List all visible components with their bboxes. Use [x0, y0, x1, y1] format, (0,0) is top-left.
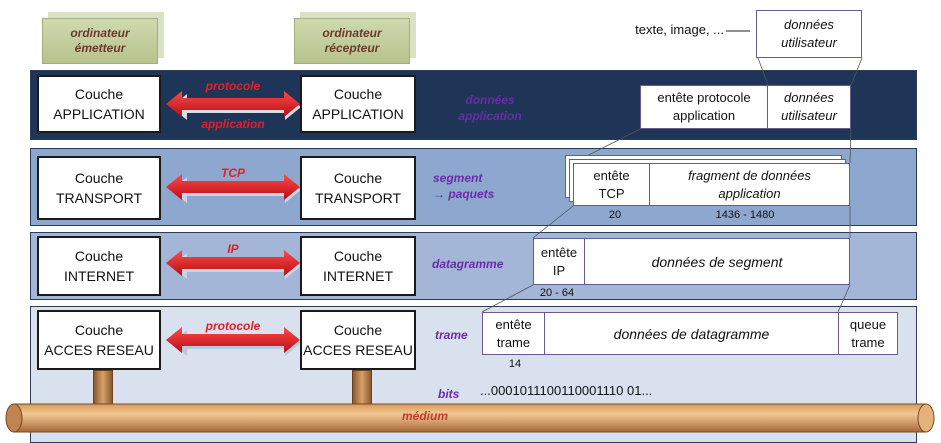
application-data-line1: données [784, 90, 834, 105]
receiver-application-name: APPLICATION [312, 106, 404, 122]
transport-pdu-label: segment → paquets [433, 170, 523, 202]
receiver-application-top: Couche [333, 86, 383, 102]
frame-trailer-line1: queue [849, 316, 887, 332]
sender-network-top: Couche [74, 322, 124, 338]
application-protocol-label-bottom: application [201, 117, 265, 131]
application-header-cell: entête protocole application [640, 85, 768, 129]
receiver-computer-line2: récepteur [324, 41, 380, 55]
sender-computer-line1: ordinateur [70, 26, 130, 40]
transport-protocol-arrow [166, 174, 301, 203]
medium-cable [5, 403, 935, 433]
frame-trailer-cell: queue trame [838, 312, 898, 355]
user-data-box: données utilisateur [756, 10, 862, 58]
tcp-data-line2: application [718, 185, 781, 201]
tcp-header-cell: entête TCP [573, 163, 650, 206]
frame-header-size: 14 [508, 358, 522, 370]
frame-header-line2: trame [496, 334, 531, 350]
frame-data-cell: données de datagramme [544, 312, 839, 355]
transport-pdu-line1: segment [433, 171, 483, 185]
network-protocol-label: protocole [205, 319, 261, 333]
receiver-computer: ordinateur récepteur [294, 18, 410, 64]
tcp-header-line2: TCP [598, 185, 625, 201]
transport-pdu-line2: → paquets [433, 187, 495, 201]
receiver-application-layer: Couche APPLICATION [300, 75, 416, 133]
sender-internet-name: INTERNET [64, 268, 134, 284]
user-data-line2: utilisateur [781, 35, 837, 50]
application-pdu-line1: données [465, 93, 515, 107]
ip-data-cell: données de segment [584, 238, 850, 285]
frame-trailer-line2: trame [851, 334, 885, 350]
internet-pdu-label: datagramme [432, 257, 504, 271]
tcp-data-size: 1436 - 1480 [715, 209, 775, 221]
receiver-internet-layer: Couche INTERNET [300, 236, 416, 296]
network-protocol-arrow [166, 327, 301, 356]
receiver-transport-top: Couche [333, 170, 383, 186]
frame-header-cell: entête trame [482, 312, 545, 355]
internet-protocol-label: IP [227, 242, 239, 256]
application-user-data-cell: données utilisateur [767, 85, 851, 129]
bit-stream: ...0001011100110001110 01... [480, 383, 653, 398]
receiver-internet-name: INTERNET [323, 268, 393, 284]
receiver-internet-top: Couche [333, 248, 383, 264]
sender-network-access-layer: Couche ACCES RESEAU [37, 310, 161, 370]
sender-application-layer: Couche APPLICATION [37, 75, 161, 133]
receiver-network-top: Couche [333, 322, 383, 338]
sender-internet-layer: Couche INTERNET [37, 236, 161, 296]
sender-computer-line2: émetteur [74, 41, 126, 55]
transport-protocol-label: TCP [221, 166, 245, 180]
sender-computer: ordinateur émetteur [42, 18, 158, 64]
internet-protocol-arrow [166, 250, 301, 279]
user-data-caption: texte, image, ... [635, 22, 724, 37]
sender-internet-top: Couche [74, 248, 124, 264]
sender-network-name: ACCES RESEAU [44, 342, 154, 358]
sender-transport-name: TRANSPORT [55, 190, 143, 206]
application-header-line2: application [672, 108, 736, 123]
tcp-header-line1: entête [593, 167, 630, 183]
medium-label: médium [401, 409, 448, 423]
sender-application-top: Couche [74, 86, 124, 102]
tcp-data-cell: fragment de données application [649, 163, 850, 206]
application-protocol-arrow [166, 91, 301, 120]
frame-header-line1: entête [495, 316, 532, 332]
receiver-transport-layer: Couche TRANSPORT [300, 156, 416, 220]
user-data-line1: données [784, 17, 834, 32]
application-protocol-label-top: protocole [205, 79, 261, 93]
ip-header-size: 20 - 64 [539, 287, 575, 299]
tcp-header-size: 20 [608, 209, 622, 221]
receiver-computer-line1: ordinateur [322, 26, 382, 40]
network-pdu-label: trame [435, 328, 468, 342]
sender-transport-top: Couche [74, 170, 124, 186]
application-data-line2: utilisateur [781, 108, 837, 123]
receiver-transport-name: TRANSPORT [314, 190, 402, 206]
sender-transport-layer: Couche TRANSPORT [37, 156, 161, 220]
ip-header-line2: IP [552, 262, 566, 278]
receiver-network-access-layer: Couche ACCES RESEAU [300, 310, 416, 370]
bits-label: bits [438, 387, 460, 401]
ip-header-cell: entête IP [533, 238, 585, 285]
sender-application-name: APPLICATION [53, 106, 145, 122]
application-pdu-label: données application [440, 92, 540, 124]
ip-header-line1: entête [540, 244, 578, 260]
application-pdu-line2: application [458, 109, 522, 123]
receiver-network-name: ACCES RESEAU [303, 342, 413, 358]
application-header-line1: entête protocole [657, 90, 751, 105]
tcp-data-line1: fragment de données [688, 167, 811, 183]
